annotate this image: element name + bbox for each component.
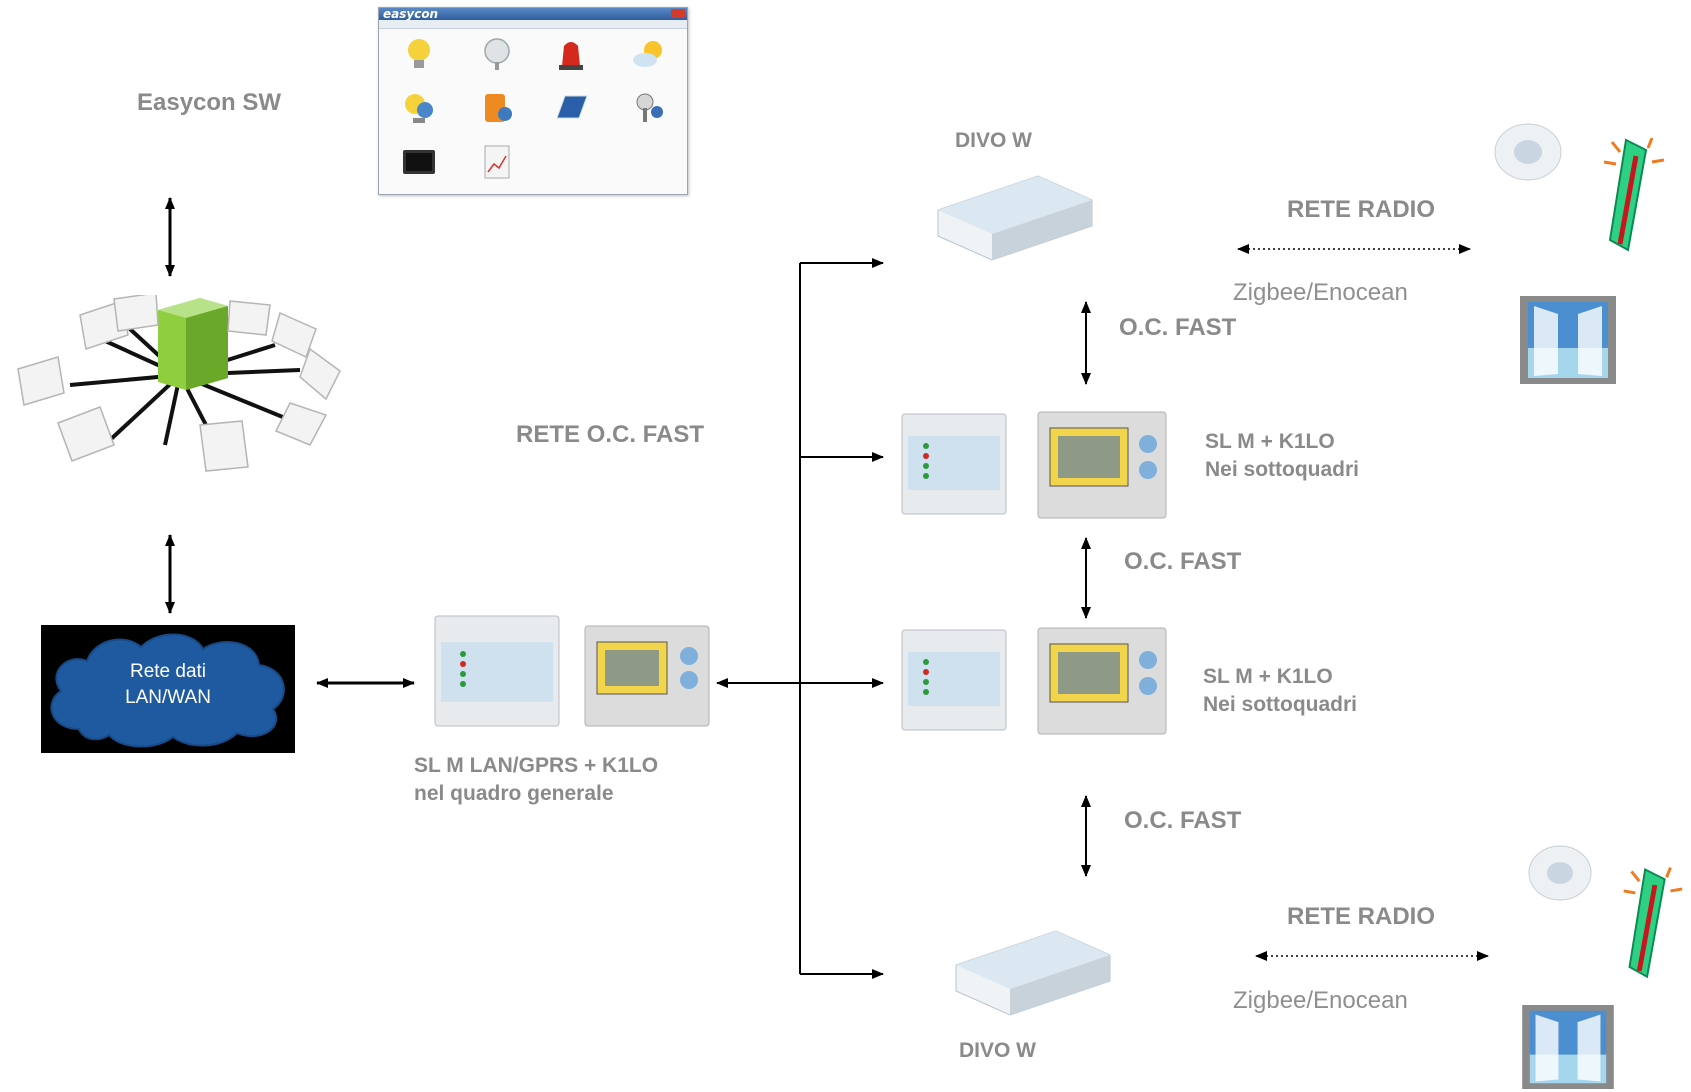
easycon-logo: easycon (383, 7, 439, 21)
network-label: Rete dati LAN/WAN (41, 659, 295, 711)
easycon-sw-label: Easycon SW (137, 89, 282, 116)
radio-top-protocol: Zigbee/Enocean (1233, 279, 1408, 306)
oc-fast-label-1: O.C. FAST (1119, 314, 1237, 341)
cloud-icon (50, 633, 285, 748)
divo-bottom-label: DIVO W (959, 1039, 1036, 1062)
lightbulb-icon (408, 39, 430, 68)
siren-icon (559, 42, 583, 70)
divo-w-bottom-device (955, 930, 1111, 1016)
thermometer-icon (1623, 866, 1683, 979)
oc-fast-label-3: O.C. FAST (1124, 807, 1242, 834)
thermometer-icon (1603, 137, 1665, 252)
main-device-label-line2: nel quadro generale (414, 782, 614, 805)
sub-panel-2-label-line1: SL M + K1LO (1203, 665, 1333, 688)
sub-panel-1-label-line2: Nei sottoquadri (1205, 458, 1360, 481)
monitor-icon (403, 150, 435, 174)
weather-icon (633, 41, 662, 67)
network-cloud-box: Rete dati LAN/WAN (41, 625, 295, 753)
bus-label: RETE O.C. FAST (516, 421, 705, 448)
main-device-label-line1: SL M LAN/GPRS + K1LO (414, 754, 659, 777)
close-icon (671, 9, 685, 18)
energy-icon (405, 94, 433, 123)
sub-panel-1-device (901, 411, 1167, 519)
motion-sensor-icon (1528, 845, 1592, 901)
report-icon (484, 145, 510, 179)
fan-icon (484, 38, 510, 70)
divo-w-top-device (937, 175, 1093, 261)
window-menubar (379, 20, 687, 29)
radio-bottom-label: RETE RADIO (1287, 903, 1436, 930)
window-sensor-icon (1522, 1005, 1614, 1089)
radio-top-label: RETE RADIO (1287, 196, 1436, 223)
main-controller-device (434, 615, 710, 727)
divo-top-label: DIVO W (955, 129, 1032, 152)
window-titlebar: easycon (379, 7, 687, 21)
motion-sensor-icon (1494, 123, 1562, 181)
sub-panel-2-device (901, 627, 1167, 735)
network-label-line2: LAN/WAN (125, 687, 211, 708)
access-key-icon (636, 93, 663, 122)
gas-icon (485, 94, 512, 122)
window-sensor-icon (1520, 296, 1616, 384)
sub-panel-2-label-line2: Nei sottoquadri (1203, 693, 1358, 716)
main-device-label: SL M LAN/GPRS + K1LO nel quadro generale (414, 752, 658, 808)
easycon-software-window: easycon (378, 7, 688, 195)
sub-panel-1-label: SL M + K1LO Nei sottoquadri (1205, 428, 1359, 484)
oc-fast-label-2: O.C. FAST (1124, 548, 1242, 575)
sub-panel-1-label-line1: SL M + K1LO (1205, 430, 1335, 453)
sub-panel-2-label: SL M + K1LO Nei sottoquadri (1203, 663, 1357, 719)
solar-panel-icon (556, 95, 588, 119)
server-cluster (69, 298, 301, 453)
network-label-line1: Rete dati (129, 661, 207, 682)
radio-bottom-protocol: Zigbee/Enocean (1233, 987, 1408, 1014)
